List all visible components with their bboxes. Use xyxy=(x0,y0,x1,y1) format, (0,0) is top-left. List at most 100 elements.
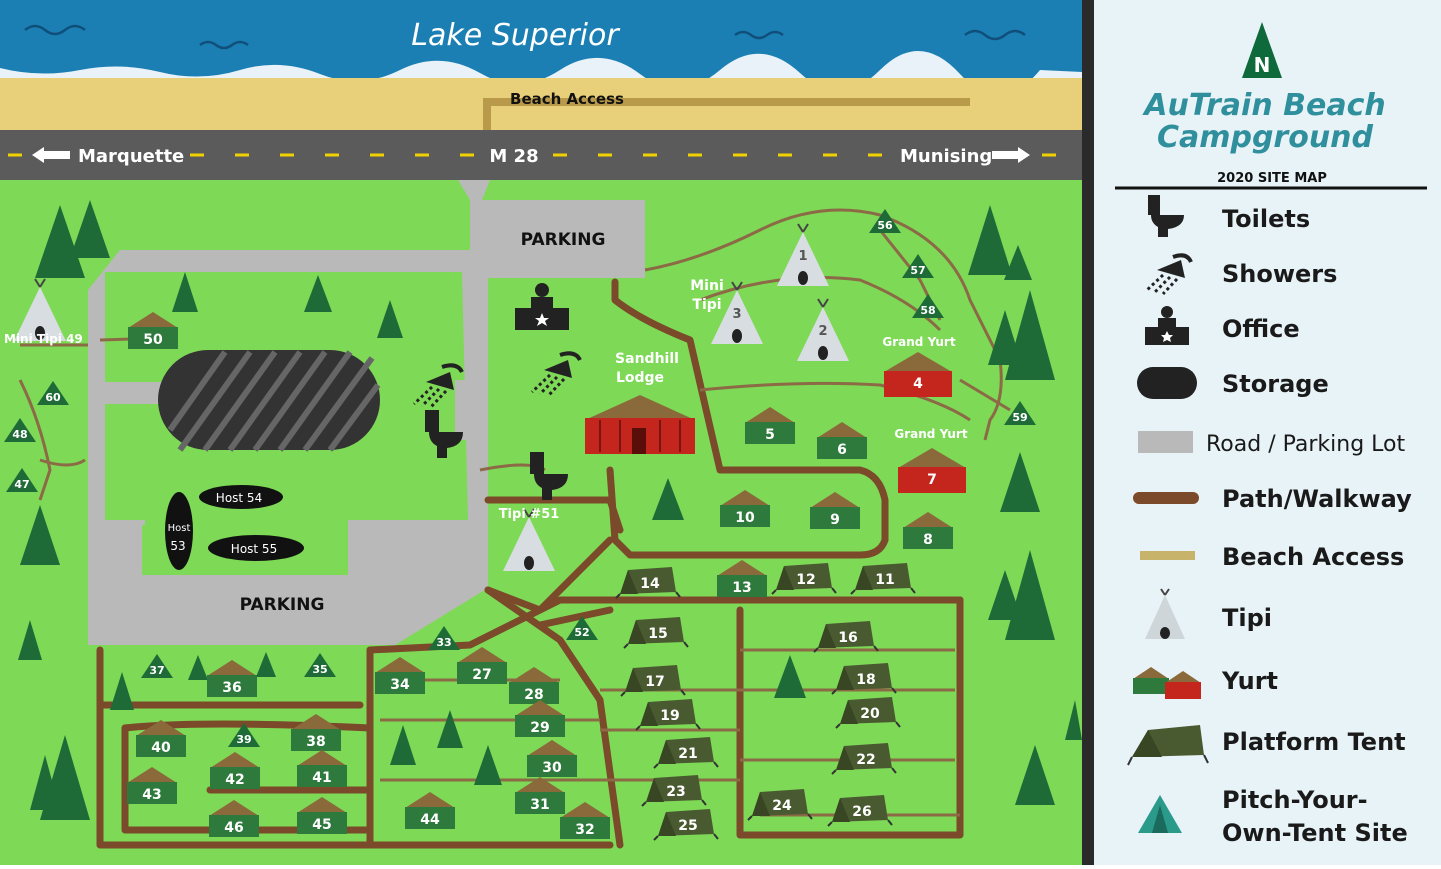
highway-m28 xyxy=(0,130,1082,180)
road-east-label: Munising xyxy=(900,146,992,167)
arrow-east-icon xyxy=(992,147,1030,163)
tent-site-label: 59 xyxy=(1012,411,1027,424)
yurt-site-label: 41 xyxy=(312,770,331,786)
tent-site-47: 47 xyxy=(6,468,38,492)
legend-label-toilets: Toilets xyxy=(1222,205,1310,233)
yurt-site-label: 30 xyxy=(542,760,562,776)
shower-icon xyxy=(530,351,582,398)
platform-tent-site-20: 20 xyxy=(835,697,901,729)
yurt-site-29: 29 xyxy=(515,700,565,737)
yurt-site-31: 31 xyxy=(515,777,565,814)
shower-icon xyxy=(412,363,464,410)
legend-yurt-icon xyxy=(1133,667,1201,699)
platform-tent-label: 26 xyxy=(852,804,871,820)
platform-tent-site-12: 12 xyxy=(771,563,837,595)
tipi-site-label: 1 xyxy=(798,249,807,264)
side-lane xyxy=(455,380,485,440)
tent-site-33: 33 xyxy=(428,626,460,650)
tent-site-label: 47 xyxy=(14,478,29,491)
mini-tipi-label-2: Tipi xyxy=(692,297,721,313)
toilet-icon xyxy=(530,452,568,500)
platform-tent-site-23: 23 xyxy=(641,775,707,807)
yurt-site-label: 40 xyxy=(151,740,171,756)
tent-site-label: 33 xyxy=(436,636,451,649)
tent-site-37: 37 xyxy=(141,654,173,678)
legend-title-1: AuTrain Beach xyxy=(1142,88,1385,123)
platform-tent-label: 23 xyxy=(666,784,685,800)
beach-access-path xyxy=(483,98,970,130)
yurt-site-label: 31 xyxy=(530,797,549,813)
mini-tipi-49-label: Mini Tipi 49 xyxy=(4,332,83,346)
yurt-site-34: 34 xyxy=(375,657,425,694)
yurt-site-13: 13 xyxy=(717,560,767,597)
yurt-site-label: 46 xyxy=(224,820,243,836)
yurt-site-label: 45 xyxy=(312,817,331,833)
legend-storage-icon xyxy=(1137,367,1197,399)
legend-label-showers: Showers xyxy=(1222,260,1337,288)
yurt-site-label: 8 xyxy=(923,532,933,548)
platform-tent-site-15: 15 xyxy=(623,617,689,649)
yurt-site-46: 46 xyxy=(209,800,259,837)
yurt-site-label: 9 xyxy=(830,512,840,528)
tent-site-59: 59 xyxy=(1004,401,1036,425)
grand-yurt-label-a: Grand Yurt xyxy=(882,335,955,349)
tent-site-label: 37 xyxy=(149,664,164,677)
office-icon xyxy=(515,283,569,330)
yurt-site-28: 28 xyxy=(509,667,559,704)
parking-south-label: PARKING xyxy=(240,595,325,615)
campsites: 5689101327282930313234363840414243444546… xyxy=(4,209,1036,841)
tent-site-39: 39 xyxy=(228,723,260,747)
platform-tent-label: 22 xyxy=(856,752,875,768)
yurt-site-label: 10 xyxy=(735,510,755,526)
tipi-site-3: 3 xyxy=(711,281,763,344)
storage-hatch xyxy=(167,350,381,452)
yurt-site-label: 28 xyxy=(524,687,543,703)
platform-tent-site-18: 18 xyxy=(831,663,897,695)
beach-access-label: Beach Access xyxy=(510,90,624,108)
yurt-site-label: 27 xyxy=(472,667,491,683)
platform-tent-site-22: 22 xyxy=(831,743,897,775)
legend-label-tent-site-2: Own-Tent Site xyxy=(1222,819,1408,847)
north-arrow-icon xyxy=(1242,22,1282,78)
yurt-site-45: 45 xyxy=(297,797,347,834)
tipi-site-49 xyxy=(14,278,66,341)
yurt-site-36: 36 xyxy=(207,660,257,697)
yurt-site-43: 43 xyxy=(127,767,177,804)
host-53-label-2: 53 xyxy=(170,539,185,553)
arrow-west-icon xyxy=(32,147,70,163)
tent-site-label: 56 xyxy=(877,219,893,232)
grand-yurt-label-b: Grand Yurt xyxy=(894,427,967,441)
platform-tent-label: 19 xyxy=(660,708,679,724)
legend-label-yurt: Yurt xyxy=(1221,667,1278,695)
platform-tent-label: 25 xyxy=(678,818,697,834)
legend-label-beach: Beach Access xyxy=(1222,543,1404,571)
yurt-site-label: 50 xyxy=(143,332,163,348)
legend-label-tipi: Tipi xyxy=(1222,604,1272,632)
yurt-site-10: 10 xyxy=(720,490,770,527)
lake-waves xyxy=(24,24,1026,50)
tent-site-35: 35 xyxy=(304,653,336,677)
legend-label-road: Road / Parking Lot xyxy=(1206,432,1405,457)
grand-yurt-site-4: 4 xyxy=(884,352,952,397)
yurt-site-8: 8 xyxy=(903,512,953,549)
yurt-site-30: 30 xyxy=(527,740,577,777)
lake-label: Lake Superior xyxy=(411,18,620,53)
parking-north-label: PARKING xyxy=(521,230,606,250)
tipi-site-1: 1 xyxy=(777,223,829,286)
platform-tent-site-11: 11 xyxy=(850,563,916,595)
host-53-label-1: Host xyxy=(168,523,191,534)
legend-label-platform-tent: Platform Tent xyxy=(1222,728,1406,756)
sandhill-lodge xyxy=(585,395,695,454)
tipi-site-51 xyxy=(503,508,555,571)
platform-tent-label: 14 xyxy=(640,576,660,592)
yurt-site-44: 44 xyxy=(405,792,455,829)
platform-tent-site-17: 17 xyxy=(620,665,686,697)
platform-tent-label: 16 xyxy=(838,630,857,646)
tent-site-57: 57 xyxy=(902,254,934,278)
yurt-site-label: 13 xyxy=(732,580,751,596)
legend-label-tent-site-1: Pitch-Your- xyxy=(1222,786,1368,814)
tent-site-56: 56 xyxy=(869,209,901,233)
trees xyxy=(18,200,1082,820)
tipi-site-2: 2 xyxy=(797,298,849,361)
